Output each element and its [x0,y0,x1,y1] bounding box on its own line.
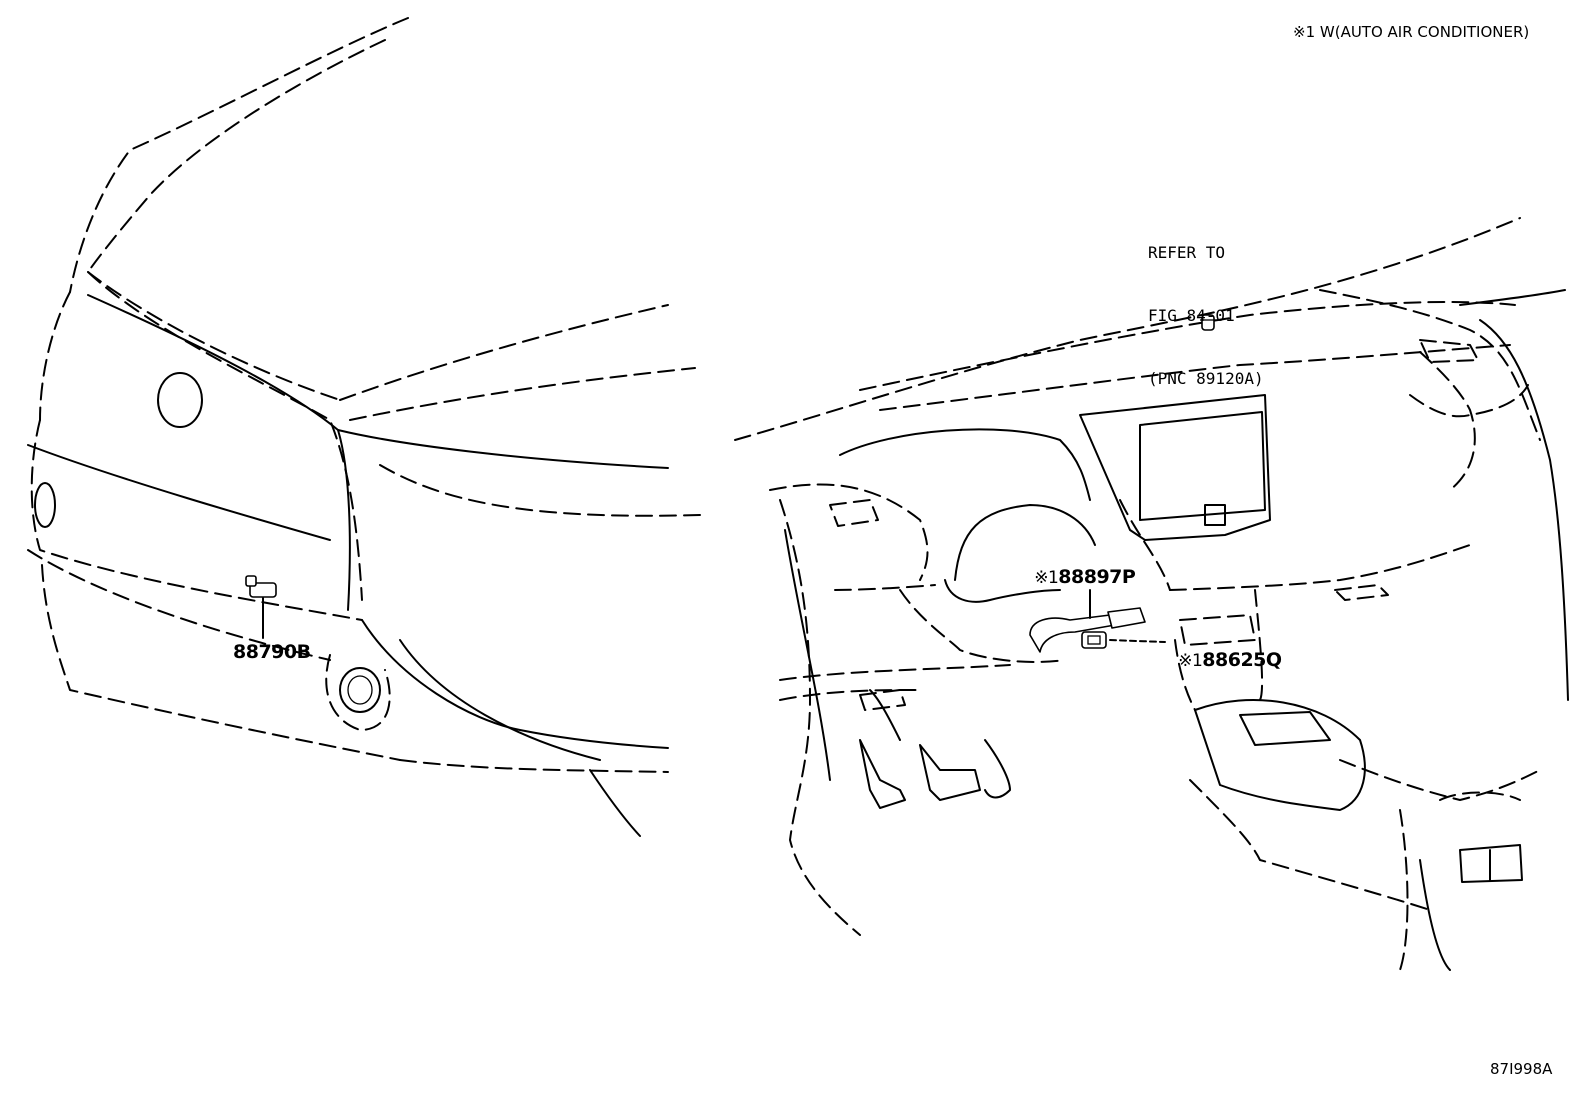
reference-line-1: REFER TO [1148,243,1226,262]
instrument-panel-view [734,217,1569,971]
marker-note-2: ※1 [1178,651,1203,671]
reference-line-3: (PNC 89120A) [1148,369,1264,388]
part-label-88790B[interactable]: 88790B [233,641,311,663]
part-number-88625Q: 88625Q [1202,649,1282,671]
reference-line-2: FIG 84-01 [1148,306,1235,325]
figure-id: 87I998A [1490,1060,1553,1078]
vehicle-front-view [27,17,701,837]
marker-note-1: ※1 [1034,568,1059,588]
part-number-88897P: 88897P [1058,566,1136,588]
reference-callout: REFER TO FIG 84-01 (PNC 89120A) [1148,200,1264,410]
part-label-88897P[interactable]: ※188897P [1022,549,1136,588]
part-label-88625Q[interactable]: ※188625Q [1166,632,1282,670]
legend-note: ※1 W(AUTO AIR CONDITIONER) [1293,23,1530,41]
